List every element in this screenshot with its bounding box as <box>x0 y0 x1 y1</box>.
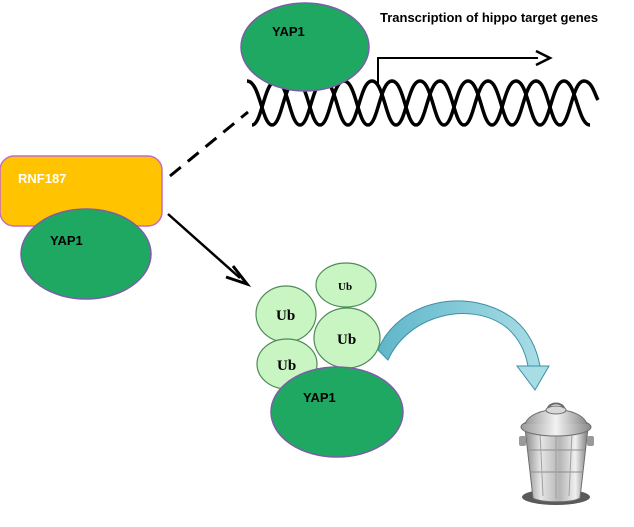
ubiquitination-arrow <box>167 213 252 287</box>
ubiquitin-cluster: Ub Ub Ub Ub <box>255 262 381 390</box>
ub-label-right: Ub <box>337 332 356 348</box>
yap1-nuclear: YAP1 <box>240 2 370 92</box>
ub-label-top: Ub <box>338 281 352 293</box>
yap1-ubiquitinated: YAP1 <box>270 366 404 458</box>
yap1-complex-label: YAP1 <box>50 233 83 248</box>
ub-label-left: Ub <box>276 308 295 324</box>
yap1-complex: YAP1 <box>20 208 152 300</box>
rnf187-label: RNF187 <box>18 171 66 186</box>
ub-label-bottom: Ub <box>277 358 296 374</box>
transcription-title: Transcription of hippo target genes <box>380 10 598 25</box>
dna-strand-b <box>251 79 591 127</box>
ubiquitin-top <box>315 262 377 308</box>
yap1-nuclear-label: YAP1 <box>272 24 305 39</box>
dna-strand-a <box>246 79 600 127</box>
trash-can-icon <box>519 402 594 505</box>
dna-helix <box>246 79 600 127</box>
transcription-arrow <box>377 49 553 86</box>
yap1-ubiquitinated-label: YAP1 <box>303 390 336 405</box>
dashed-connector <box>169 110 249 178</box>
degradation-arrow <box>377 300 550 391</box>
